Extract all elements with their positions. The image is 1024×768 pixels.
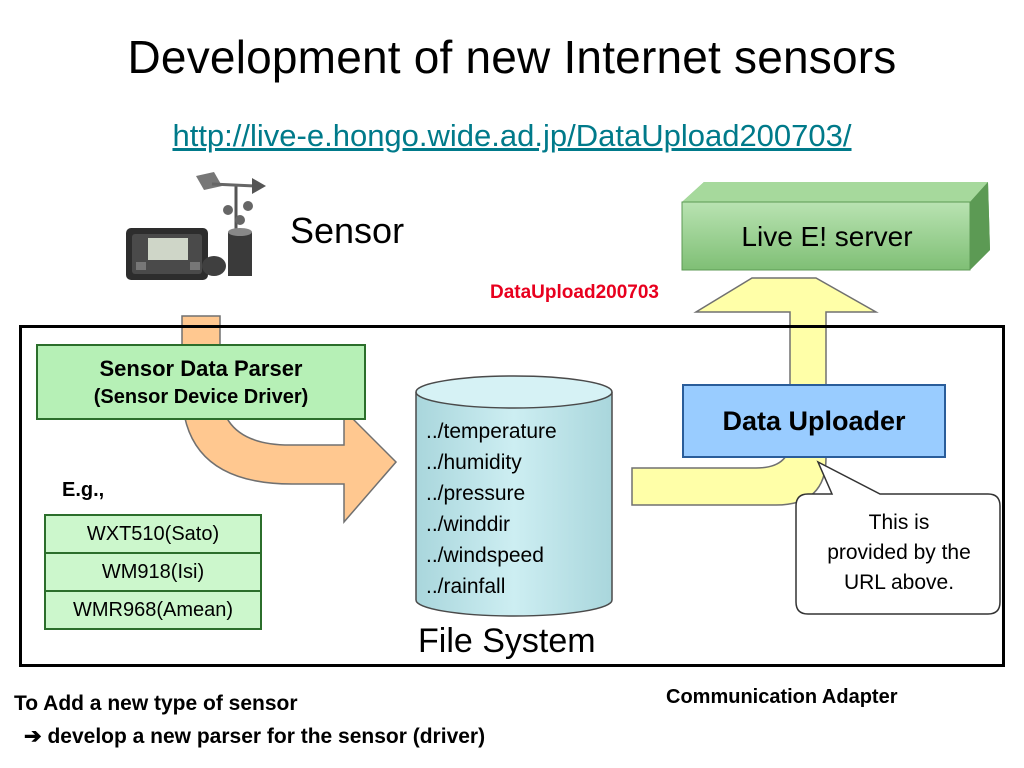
- callout-line: provided by the: [827, 541, 971, 564]
- file-path-item: ../temperature: [426, 420, 557, 443]
- file-path-item: ../pressure: [426, 482, 526, 505]
- callout-text: This is provided by the URL above.: [800, 508, 998, 598]
- file-path-item: ../humidity: [426, 451, 522, 474]
- parser-title: Sensor Data Parser: [99, 355, 303, 381]
- data-upload-link[interactable]: http://live-e.hongo.wide.ad.jp/DataUploa…: [172, 118, 852, 153]
- server-label: Live E! server: [741, 221, 913, 252]
- file-path-item: ../rainfall: [426, 575, 506, 598]
- page-title: Development of new Internet sensors: [127, 31, 897, 83]
- weather-station-icon: [126, 172, 266, 280]
- note-line-2-text: develop a new parser for the sensor (dri…: [47, 725, 486, 748]
- file-path-item: ../windspeed: [426, 544, 544, 567]
- upload-endpoint-label: DataUpload200703: [490, 282, 659, 303]
- communication-adapter-frame: [19, 325, 1005, 667]
- note-line-2: ➔ develop a new parser for the sensor (d…: [24, 724, 485, 749]
- communication-adapter-label: Communication Adapter: [666, 686, 898, 708]
- sensor-data-parser-box: Sensor Data Parser (Sensor Device Driver…: [36, 344, 366, 420]
- device-list: WXT510(Sato) WM918(Isi) WMR968(Amean): [44, 514, 262, 630]
- examples-label: E.g.,: [62, 479, 105, 501]
- parser-subtitle: (Sensor Device Driver): [93, 385, 309, 408]
- file-system-label: File System: [418, 622, 596, 660]
- device-item: WXT510(Sato): [44, 514, 262, 554]
- right-arrow-icon: ➔: [24, 725, 42, 748]
- server-box: [681, 182, 990, 271]
- sensor-label: Sensor: [290, 210, 405, 251]
- data-uploader-box: Data Uploader: [682, 384, 946, 458]
- file-path-item: ../winddir: [426, 513, 511, 536]
- callout-line: URL above.: [843, 571, 955, 594]
- device-item: WM918(Isi): [44, 552, 262, 592]
- callout-line: This is: [868, 511, 930, 534]
- note-line-1: To Add a new type of sensor: [14, 692, 298, 715]
- device-item: WMR968(Amean): [44, 590, 262, 630]
- file-path-list: ../temperature ../humidity ../pressure .…: [426, 416, 557, 602]
- file-system-cylinder: [415, 375, 613, 617]
- callout-bubble: [795, 460, 1001, 615]
